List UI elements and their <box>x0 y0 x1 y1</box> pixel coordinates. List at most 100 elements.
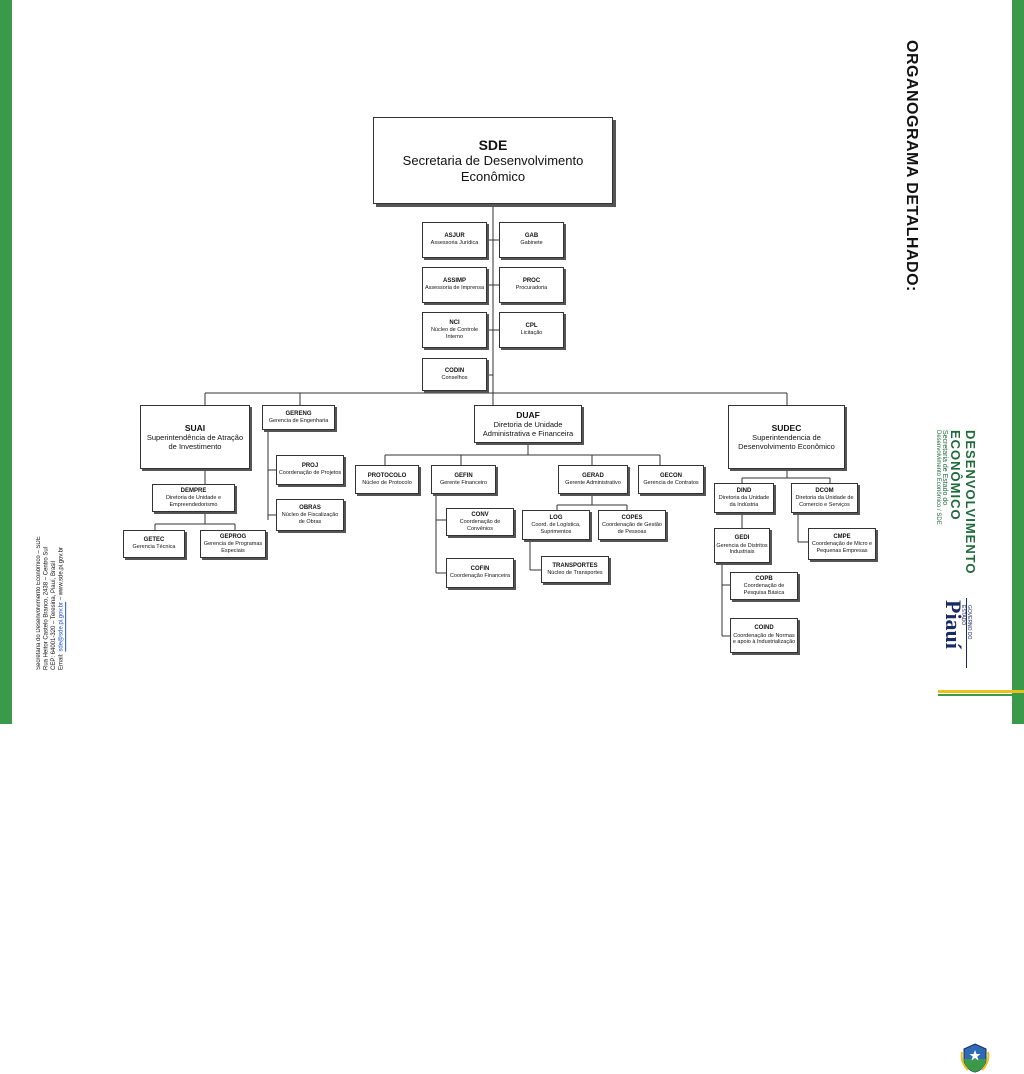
logo-line4: Desenvolvimento Econômico / SDE <box>935 430 941 525</box>
node-conv-code: CONV <box>471 511 489 518</box>
node-gecon-name: Gerencia de Contratos <box>643 479 699 486</box>
node-dind-code: DIND <box>736 487 752 494</box>
node-gefin: GEFIN Gerente Financeiro <box>431 465 496 494</box>
node-copes-code: COPES <box>621 514 643 521</box>
node-getec: GETEC Gerencia Técnica <box>123 530 185 558</box>
page-title: ORGANOGRAMA DETALHADO: <box>903 40 920 292</box>
piaui-logo-text: Piauí <box>941 600 966 649</box>
node-gab-code: GAB <box>524 233 539 240</box>
node-gedi-code: GEDI <box>734 535 750 542</box>
government-label: GOVERNO DO ESTADO <box>960 605 972 640</box>
sde-logo: DESENVOLVIMENTO ECONÔMICO Secretaria de … <box>928 430 978 580</box>
node-transportes: TRANSPORTES Núcleo de Transportes <box>541 556 609 583</box>
logo-divider <box>966 598 967 668</box>
node-sudec-code: SUDEC <box>771 422 802 433</box>
node-obras-code: OBRAS <box>299 504 321 511</box>
logo-line2: ECONÔMICO <box>948 430 963 521</box>
node-gerad-name: Gerente Administrativo <box>565 479 621 486</box>
node-sde-code: SDE <box>478 136 508 153</box>
node-log: LOG Coord. de Logística, Suprimentos <box>522 510 590 540</box>
node-gefin-name: Gerente Financeiro <box>439 479 488 486</box>
node-transportes-code: TRANSPORTES <box>552 562 598 569</box>
node-nci-name: Núcleo de Controle Interno <box>430 327 479 340</box>
footer-line3: CEP: 64001-320 – Teresina, Piauí, Brasil <box>51 561 57 670</box>
logo-line3: Secretaria de Estado do <box>941 430 948 506</box>
footer-info: Secretaria do Desenvolvimento Econômico … <box>36 480 94 670</box>
node-geprog: GEPROG Gerencia de Programas Especiais <box>200 530 266 558</box>
node-suai: SUAI Superintendência de Atração de Inve… <box>140 405 250 469</box>
logo-block: DESENVOLVIMENTO ECONÔMICO Secretaria de … <box>928 430 990 1073</box>
node-copb-name: Coordenação de Pesquisa Básica <box>743 583 785 596</box>
node-cofin: COFIN Coordenação Financeira <box>446 558 514 588</box>
node-obras-name: Núcleo de Fiscalização de Obras <box>281 512 339 525</box>
footer-line4: Email: sde@sde.pi.gov.br – www.sde.pi.go… <box>59 480 67 670</box>
node-asjur-code: ASJUR <box>444 233 465 240</box>
footer-email-label: Email: <box>58 651 65 670</box>
node-copes-name: Coordenação de Gestão de Pessoas <box>602 522 662 535</box>
node-assimp: ASSIMP Assessoria de Imprensa <box>422 267 487 303</box>
node-codin-name: Conselhos <box>441 374 468 381</box>
node-gerad-code: GERAD <box>582 472 604 479</box>
node-conv: CONV Coordenação de Convênios <box>446 508 514 536</box>
node-dind: DIND Diretoria da Unidade da Indústria <box>714 483 774 513</box>
node-dcom-code: DCOM <box>815 487 834 494</box>
node-asjur: ASJUR Assessoria Jurídica <box>422 222 487 258</box>
node-sudec-name: Superintendencia de Desenvolvimento Econ… <box>738 433 835 452</box>
node-gereng-name: Gerencia de Engenharia <box>268 417 329 424</box>
node-suai-code: SUAI <box>184 422 206 433</box>
node-cpl-name: Licitação <box>520 330 543 337</box>
node-cmpe: CMPE Coordenação de Micro e Pequenas Emp… <box>808 528 876 560</box>
node-geprog-name: Gerencia de Programas Especiais <box>203 541 263 554</box>
footer-email-link[interactable]: sde@sde.pi.gov.br <box>58 601 65 652</box>
node-protocolo-code: PROTOCOLO <box>367 472 407 479</box>
footer-line2: Rua Heitor Castelo Branco, 2438 – Centro… <box>43 546 50 670</box>
node-duaf-name: Diretoria de Unidade Administrativa e Fi… <box>482 420 574 439</box>
node-duaf-code: DUAF <box>516 409 540 420</box>
node-proc-code: PROC <box>522 278 541 285</box>
node-cmpe-code: CMPE <box>833 533 851 540</box>
node-log-name: Coord. de Logística, Suprimentos <box>531 522 581 535</box>
node-log-code: LOG <box>549 514 563 521</box>
node-duaf: DUAF Diretoria de Unidade Administrativa… <box>474 405 582 443</box>
node-protocolo: PROTOCOLO Núcleo de Protocolo <box>355 465 419 494</box>
node-copb-code: COPB <box>755 575 773 582</box>
node-cofin-name: Coordenação Financeira <box>449 573 511 580</box>
node-codin: CODIN Conselhos <box>422 358 487 391</box>
node-coind: COIND Coordenação de Normas e apoio à In… <box>730 618 798 653</box>
node-gedi: GEDI Gerencia de Distritos Industriais <box>714 528 770 563</box>
node-cpl: CPL Licitação <box>499 312 564 348</box>
node-sde: SDE Secretaria de Desenvolvimento Econôm… <box>373 117 613 204</box>
node-gerad: GERAD Gerente Administrativo <box>558 465 628 494</box>
node-suai-name: Superintendência de Atração de Investime… <box>146 433 244 452</box>
footer-website: – www.sde.pi.gov.br <box>58 547 65 602</box>
node-asjur-name: Assessoria Jurídica <box>430 240 479 247</box>
node-proc-name: Procuradoria <box>515 285 548 292</box>
node-proj-code: PROJ <box>301 463 319 470</box>
node-dind-name: Diretoria da Unidade da Indústria <box>718 495 770 508</box>
node-dcom-name: Diretoria da Unidade de Comercio e Servi… <box>795 495 854 508</box>
node-dempre-name: Diretoria de Unidade e Empreendedorismo <box>165 495 222 508</box>
node-proj-name: Coordenação de Projetos <box>278 470 342 477</box>
node-gereng: GERENG Gerencia de Engenharia <box>262 405 335 430</box>
node-transportes-name: Núcleo de Transportes <box>547 569 603 576</box>
corner-stripe-green <box>938 694 1024 696</box>
node-cpl-code: CPL <box>525 323 538 330</box>
node-gecon: GECON Gerencia de Contratos <box>638 465 704 494</box>
node-copb: COPB Coordenação de Pesquisa Básica <box>730 572 798 600</box>
node-dcom: DCOM Diretoria da Unidade de Comercio e … <box>791 483 858 513</box>
node-proj: PROJ Coordenação de Projetos <box>276 455 344 485</box>
node-conv-name: Coordenação de Convênios <box>459 519 501 532</box>
node-geprog-code: GEPROG <box>219 533 247 540</box>
node-proc: PROC Procuradoria <box>499 267 564 303</box>
node-gecon-code: GECON <box>659 472 682 479</box>
node-nci: NCI Núcleo de Controle Interno <box>422 312 487 348</box>
node-assimp-name: Assessoria de Imprensa <box>425 285 484 292</box>
logo-line1: DESENVOLVIMENTO <box>963 430 978 575</box>
node-dempre-code: DEMPRE <box>180 487 207 494</box>
state-seal-icon <box>960 1043 990 1073</box>
corner-stripe-yellow <box>938 690 1024 693</box>
node-protocolo-name: Núcleo de Protocolo <box>362 479 412 486</box>
node-getec-code: GETEC <box>143 537 165 544</box>
node-cmpe-name: Coordenação de Micro e Pequenas Empresas <box>811 541 873 554</box>
node-sde-name: Secretaria de Desenvolvimento Econômico <box>402 153 584 184</box>
